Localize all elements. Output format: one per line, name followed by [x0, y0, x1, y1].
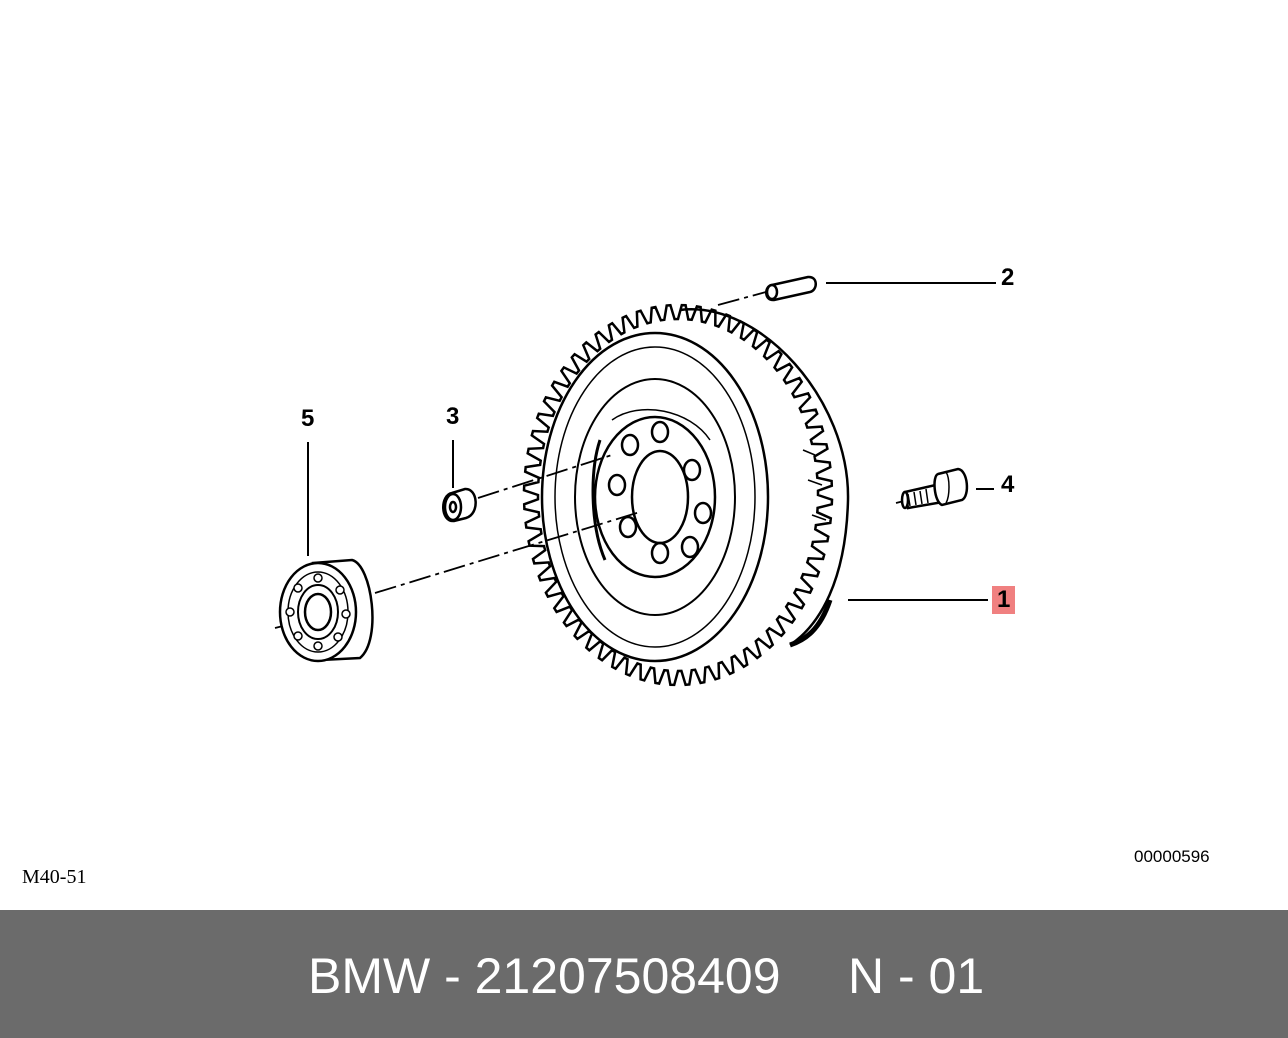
- bushing-icon: [442, 487, 477, 523]
- callout-3[interactable]: 3: [446, 403, 460, 430]
- leader-lines: [307, 282, 996, 601]
- ring-gear-teeth: [522, 303, 834, 687]
- flywheel-icon: [522, 303, 850, 687]
- callout-5[interactable]: 5: [301, 405, 315, 432]
- dowel-pin-icon: [765, 275, 817, 302]
- part-info-footer: BMW - 21207508409 N - 01: [0, 910, 1288, 1038]
- callout-2[interactable]: 2: [1001, 264, 1015, 291]
- callout-1[interactable]: 1: [992, 586, 1016, 614]
- image-number: 00000596: [1134, 847, 1210, 866]
- callout-4[interactable]: 4: [1001, 471, 1015, 498]
- diagram-code: M40-51: [22, 866, 87, 888]
- bolt-icon: [900, 467, 969, 510]
- position-label: N - 01: [848, 948, 985, 1004]
- exploded-view-drawing: [274, 275, 996, 687]
- ball-bearing-icon: [278, 558, 374, 663]
- part-number-label: BMW - 21207508409: [308, 948, 781, 1004]
